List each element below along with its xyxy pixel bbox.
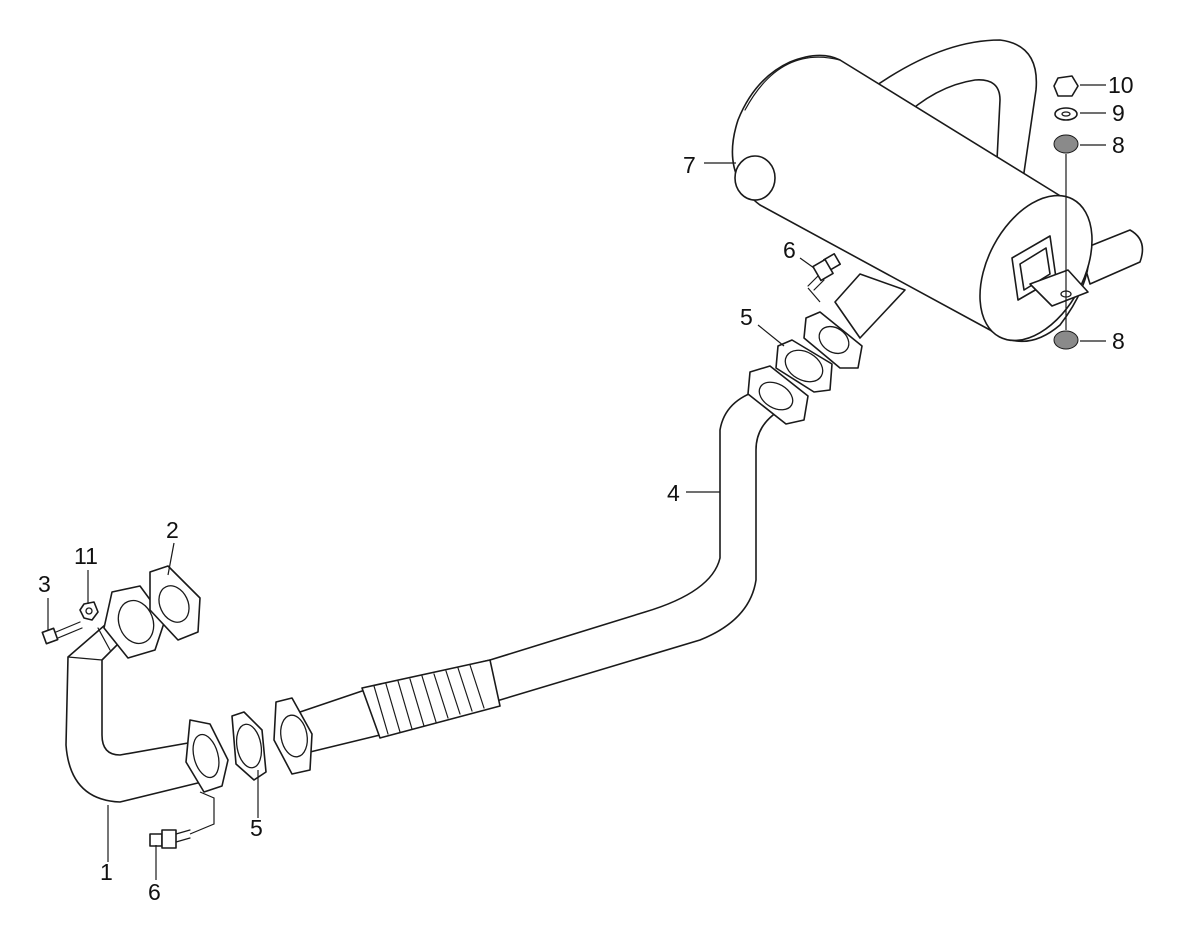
leader-lines [47,84,1106,880]
part-11-nut [79,601,99,621]
callout-10: 10 [1108,72,1134,98]
part-3-bolt [41,621,83,645]
callout-8-lower: 8 [1112,328,1125,354]
callout-7: 7 [683,152,696,178]
part-4-intermediate-pipe [273,365,809,775]
callout-9: 9 [1112,100,1125,126]
part-6-stud-upper [807,253,841,303]
callout-11: 11 [74,543,98,569]
part-9-washer [1054,107,1078,121]
part-5-gasket-upper [775,339,833,393]
part-5-gasket-lower [231,711,267,781]
callout-8-upper: 8 [1112,132,1125,158]
callout-4: 4 [667,480,680,506]
callout-5-upper: 5 [740,304,753,330]
part-8-rubber-mount-lower [1053,330,1079,350]
callout-2: 2 [166,517,179,543]
part-2-gasket [149,565,201,641]
callout-5-lower: 5 [250,815,263,841]
part-8-rubber-mount-upper [1053,134,1079,154]
callout-3: 3 [38,571,51,597]
callout-6-upper: 6 [783,237,796,263]
part-6-stud-lower [149,791,215,849]
part-7-muffler [731,39,1144,369]
callout-1: 1 [100,859,113,885]
part-1-front-pipe [65,585,229,803]
part-10-nut [1053,75,1079,97]
callouts: 1 2 3 11 4 5 5 6 6 7 8 8 9 10 [38,72,1134,905]
callout-6-lower: 6 [148,879,161,905]
